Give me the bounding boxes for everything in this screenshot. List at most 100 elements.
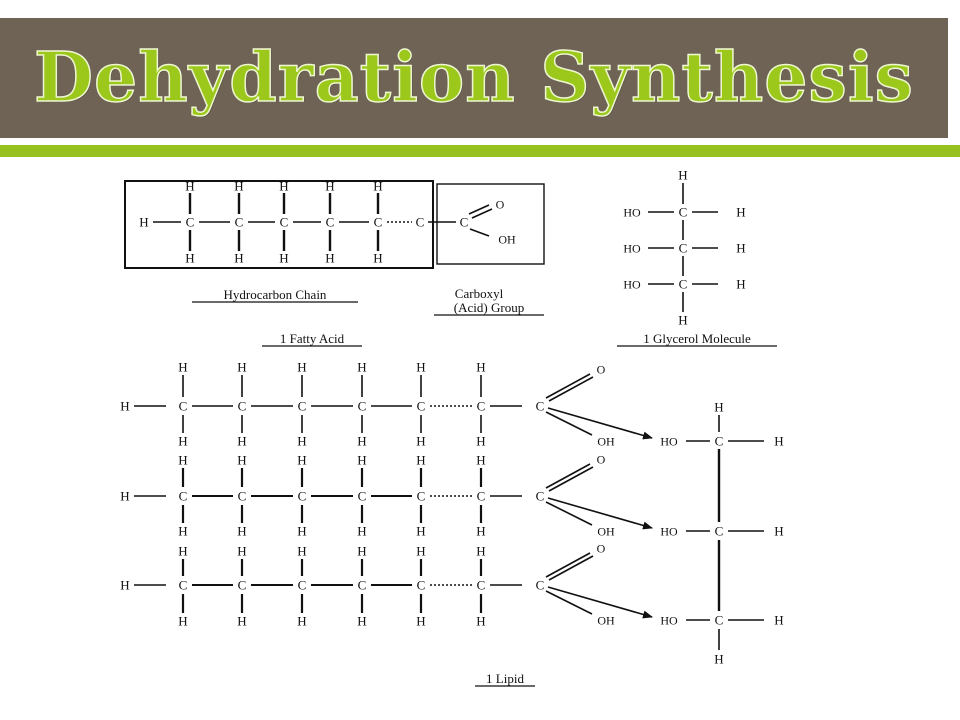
hydroxyl-group: HO xyxy=(660,524,678,538)
double-bond xyxy=(471,208,493,219)
hydrogen-atom: H xyxy=(476,434,485,449)
slide-title: Dehydration Synthesis xyxy=(33,38,914,118)
carbon-atom: C xyxy=(326,215,335,230)
hydrogen-atom: H xyxy=(416,614,425,629)
hydrogen-atom: H xyxy=(185,179,194,194)
carbon-atom: C xyxy=(536,578,545,593)
double-bond xyxy=(545,373,591,399)
carbon-atom: C xyxy=(715,613,724,628)
hydrogen-atom: H xyxy=(279,251,288,266)
carbon-atom: C xyxy=(417,399,426,414)
carbon-atom: C xyxy=(186,215,195,230)
hydrogen-atom: H xyxy=(476,614,485,629)
hydrogen-atom: H xyxy=(234,179,243,194)
oxygen-atom: O xyxy=(496,197,505,211)
hydrogen-atom: H xyxy=(325,251,334,266)
hydrogen-atom: H xyxy=(297,434,306,449)
oxygen-atom: O xyxy=(597,362,606,376)
hydrogen-atom: H xyxy=(357,544,366,559)
carbon-atom: C xyxy=(179,489,188,504)
hydrogen-atom: H xyxy=(774,613,783,628)
carbon-atom: C xyxy=(715,524,724,539)
carbon-atom: C xyxy=(416,215,425,230)
carboxyl-box xyxy=(436,183,545,265)
hydrogen-atom: H xyxy=(178,360,187,375)
carbon-atom: C xyxy=(477,399,486,414)
hydrocarbon-box xyxy=(124,180,434,269)
hydrogen-atom: H xyxy=(476,360,485,375)
hydrogen-atom: H xyxy=(736,205,745,220)
hydrogen-atom: H xyxy=(476,524,485,539)
hydrogen-atom: H xyxy=(357,453,366,468)
carbon-atom: C xyxy=(477,578,486,593)
hydrogen-atom: H xyxy=(325,179,334,194)
hydrogen-atom: H xyxy=(416,524,425,539)
hydrogen-atom: H xyxy=(297,453,306,468)
hydrogen-atom: H xyxy=(357,524,366,539)
title-bar: Dehydration Synthesis xyxy=(0,18,948,138)
double-bond xyxy=(548,466,594,492)
carbon-atom: C xyxy=(298,489,307,504)
carbon-atom: C xyxy=(358,399,367,414)
hydrogen-atom: H xyxy=(357,434,366,449)
hydrogen-atom: H xyxy=(237,453,246,468)
hydrocarbon-chain-label: Hydrocarbon Chain xyxy=(224,287,327,302)
carbon-atom: C xyxy=(238,489,247,504)
single-bond xyxy=(545,590,593,615)
hydrogen-atom: H xyxy=(237,360,246,375)
hydrogen-atom: H xyxy=(297,544,306,559)
oxygen-atom: O xyxy=(597,541,606,555)
hydrogen-atom: H xyxy=(678,313,687,328)
carbon-atom: C xyxy=(179,399,188,414)
hydrogen-atom: H xyxy=(678,168,687,183)
reaction-arrow xyxy=(547,586,653,619)
hydroxyl-group: HO xyxy=(623,241,641,255)
hydrogen-atom: H xyxy=(178,544,187,559)
carbon-atom: C xyxy=(358,578,367,593)
carbon-atom: C xyxy=(298,578,307,593)
oxygen-atom: O xyxy=(597,452,606,466)
hydrogen-atom: H xyxy=(120,578,129,593)
hydroxyl-group: HO xyxy=(660,434,678,448)
hydroxyl-group: HO xyxy=(660,613,678,627)
hydrogen-atom: H xyxy=(178,614,187,629)
hydrogen-atom: H xyxy=(234,251,243,266)
hydrogen-atom: H xyxy=(297,614,306,629)
hydroxyl-group: OH xyxy=(597,613,615,627)
hydrogen-atom: H xyxy=(736,241,745,256)
carbon-atom: C xyxy=(715,434,724,449)
carbon-atom: C xyxy=(280,215,289,230)
carbon-atom: C xyxy=(536,399,545,414)
hydrogen-atom: H xyxy=(178,524,187,539)
hydrogen-atom: H xyxy=(476,453,485,468)
hydrogen-atom: H xyxy=(714,400,723,415)
double-bond xyxy=(545,552,591,578)
hydrogen-atom: H xyxy=(120,399,129,414)
single-bond xyxy=(469,228,490,237)
hydrogen-atom: H xyxy=(178,453,187,468)
hydrogen-atom: H xyxy=(416,453,425,468)
hydroxyl-group: HO xyxy=(623,205,641,219)
acid-group-label: (Acid) Group xyxy=(454,300,524,315)
hydrogen-atom: H xyxy=(736,277,745,292)
hydrogen-atom: H xyxy=(714,652,723,667)
hydrogen-atom: H xyxy=(279,179,288,194)
glycerol-caption: 1 Glycerol Molecule xyxy=(643,331,751,346)
hydrogen-atom: H xyxy=(357,360,366,375)
lipid-caption: 1 Lipid xyxy=(486,671,524,686)
hydrogen-atom: H xyxy=(357,614,366,629)
single-bond xyxy=(545,411,593,436)
carbon-atom: C xyxy=(460,215,469,230)
hydroxyl-group: OH xyxy=(498,232,516,246)
hydrogen-atom: H xyxy=(120,489,129,504)
carbon-atom: C xyxy=(536,489,545,504)
hydrogen-atom: H xyxy=(476,544,485,559)
hydrogen-atom: H xyxy=(373,179,382,194)
carbon-atom: C xyxy=(417,578,426,593)
fatty-acid-caption: 1 Fatty Acid xyxy=(280,331,345,346)
hydrogen-atom: H xyxy=(416,434,425,449)
hydrogen-atom: H xyxy=(297,524,306,539)
carbon-atom: C xyxy=(679,277,688,292)
hydroxyl-group: OH xyxy=(597,524,615,538)
carbon-atom: C xyxy=(679,205,688,220)
